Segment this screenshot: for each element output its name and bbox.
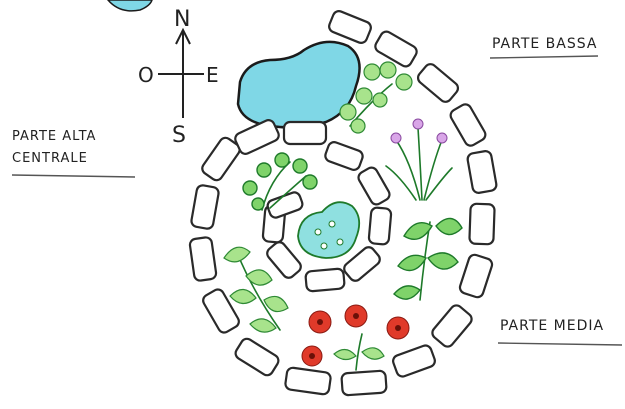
herb-plant-icon bbox=[334, 334, 384, 370]
stone-icon bbox=[305, 268, 345, 291]
stone-icon bbox=[373, 29, 419, 68]
herb-plant-icon bbox=[394, 218, 462, 300]
label-underline bbox=[490, 56, 598, 58]
compass-west-label: O bbox=[138, 63, 154, 87]
label-parte-alta-line1: PARTE ALTA bbox=[12, 129, 96, 144]
stone-icon bbox=[327, 9, 372, 44]
stone-icon bbox=[285, 367, 332, 395]
stone-icon bbox=[233, 337, 280, 378]
label-underline bbox=[12, 175, 135, 177]
stone-icon bbox=[233, 118, 280, 156]
stone-icon bbox=[189, 237, 217, 282]
stone-icon bbox=[191, 184, 220, 229]
stone-icon bbox=[469, 204, 494, 245]
label-parte-alta-line2: CENTRALE bbox=[12, 151, 88, 166]
stone-icon bbox=[341, 370, 386, 395]
stone-icon bbox=[416, 62, 461, 105]
stone-icon bbox=[324, 140, 365, 171]
teal-corner-shape bbox=[108, 0, 152, 11]
label-underline bbox=[498, 343, 622, 345]
label-parte-media: PARTE MEDIA bbox=[500, 318, 604, 334]
compass-rose-icon: N S E O bbox=[138, 7, 219, 148]
compass-north-label: N bbox=[174, 7, 190, 32]
grass-tuft-icon bbox=[386, 119, 452, 200]
compass-east-label: E bbox=[206, 63, 219, 87]
stone-icon bbox=[430, 303, 474, 349]
stone-icon bbox=[356, 165, 391, 206]
stone-icon bbox=[458, 253, 493, 298]
center-herb-icon bbox=[298, 202, 359, 258]
compass-south-label: S bbox=[172, 123, 186, 148]
label-parte-bassa: PARTE BASSA bbox=[492, 36, 597, 52]
stone-icon bbox=[265, 240, 303, 280]
stone-icon bbox=[448, 102, 487, 148]
stone-icon bbox=[368, 207, 391, 245]
stone-icon bbox=[467, 150, 498, 194]
stone-icon bbox=[284, 122, 326, 144]
stone-icon bbox=[391, 344, 436, 378]
